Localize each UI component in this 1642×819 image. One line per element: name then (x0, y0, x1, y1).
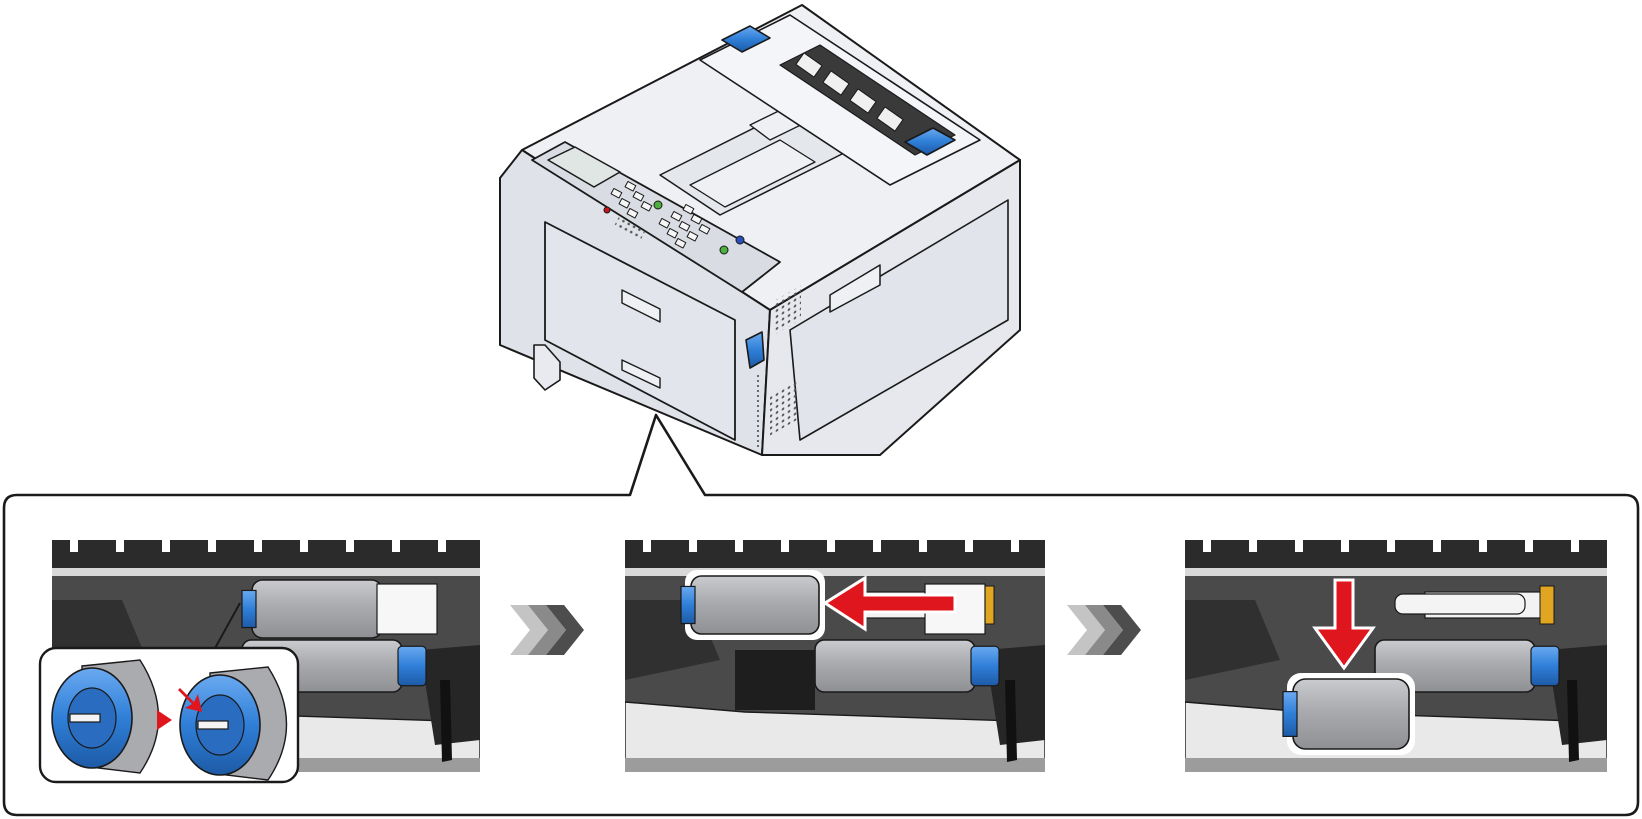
lcd-screen (547, 146, 621, 188)
lower-roller (1374, 639, 1560, 693)
roller-blue-hub (241, 589, 257, 629)
inset-leader (213, 602, 241, 651)
upper-rail (1185, 540, 1607, 570)
rail-tooth (392, 540, 400, 552)
status-led-red (603, 206, 611, 214)
empty-shaft (1394, 593, 1526, 615)
step-1-panel (38, 540, 480, 784)
rail-tooth (827, 540, 835, 552)
roller (1292, 678, 1410, 750)
mp-tray-handle (621, 289, 661, 323)
step-2-panel (625, 540, 1045, 772)
roller (251, 579, 383, 639)
rail-tooth (162, 540, 170, 552)
front-blue-latch (745, 331, 765, 369)
roller-end-before (51, 659, 160, 774)
step-chevron-2 (1067, 605, 1141, 655)
rail-tooth (873, 540, 881, 552)
rail-tooth (1203, 540, 1211, 552)
rail-tooth (919, 540, 927, 552)
roller-holder (376, 583, 438, 635)
roller (690, 575, 820, 635)
rail-tooth (781, 540, 789, 552)
upper-roller-sliding (680, 570, 825, 640)
tray-bed-edge (1185, 758, 1607, 772)
cavity-shadow (1185, 600, 1280, 680)
drive-lever (1005, 680, 1017, 762)
rail-tooth (1479, 540, 1487, 552)
upper-rail-edge (52, 568, 480, 576)
rail-tooth (735, 540, 743, 552)
tray-bed-edge (625, 758, 1045, 772)
button-green-2 (719, 245, 729, 255)
slide-left-arrow (822, 575, 957, 632)
rail-tooth (1295, 540, 1303, 552)
rail-tooth (70, 540, 78, 552)
roller-blue-hub (397, 645, 427, 687)
keypad-buttons (610, 180, 711, 249)
rail-tooth (1011, 540, 1019, 552)
drive-lever (1567, 680, 1579, 762)
mp-tray-lower-slot (621, 359, 661, 389)
rail-tooth (643, 540, 651, 552)
roller-blue-hub (1282, 690, 1298, 737)
rail-tooth (208, 540, 216, 552)
inset-push-arrow (178, 688, 202, 712)
rail-tooth (689, 540, 697, 552)
step-3-panel (1185, 540, 1607, 772)
rail-tooth (254, 540, 262, 552)
button-blue (735, 235, 745, 245)
toner-cartridges (795, 52, 904, 132)
roller (814, 639, 976, 693)
panel-speaker (613, 215, 647, 241)
roller-bracket (735, 650, 815, 710)
button-green-1 (653, 200, 663, 210)
rail-tooth (438, 540, 446, 552)
rail-tooth (116, 540, 124, 552)
rail-tooth (965, 540, 973, 552)
output-tray-stop (689, 139, 816, 208)
removed-roller (1282, 673, 1415, 755)
shaft-gear (1539, 585, 1555, 625)
rail-tooth (1249, 540, 1257, 552)
roller-blue-hub (1530, 645, 1560, 687)
step-1-inset-detail (38, 602, 300, 784)
tray-bed (625, 701, 1045, 772)
rail-tooth (346, 540, 354, 552)
upper-rail-edge (1185, 568, 1607, 576)
rail-tooth (1525, 540, 1533, 552)
mp-tray-door (544, 221, 736, 441)
blue-lever-left (721, 25, 771, 53)
lower-roller (814, 639, 1000, 693)
roller-end-after (179, 666, 288, 781)
upper-roller (241, 579, 383, 639)
paper-guide-bracket (533, 344, 561, 391)
printer-overview (499, 4, 1021, 456)
roller-blue-hub (680, 585, 696, 625)
remove-down-arrow (1312, 578, 1376, 671)
rail-tooth (1387, 540, 1395, 552)
inset-step-arrow (157, 710, 172, 730)
side-handle (829, 264, 881, 313)
rail-tooth (1433, 540, 1441, 552)
drive-lever (440, 680, 452, 762)
side-vent-lower (770, 379, 798, 436)
roller-blue-hub (970, 645, 1000, 687)
side-vent-upper (775, 285, 801, 335)
upper-rail-edge (625, 568, 1045, 576)
rail-tooth (1341, 540, 1349, 552)
step-chevron-1 (510, 605, 584, 655)
rail-tooth (1571, 540, 1579, 552)
rail-tooth (300, 540, 308, 552)
blue-lever-right (904, 127, 956, 156)
